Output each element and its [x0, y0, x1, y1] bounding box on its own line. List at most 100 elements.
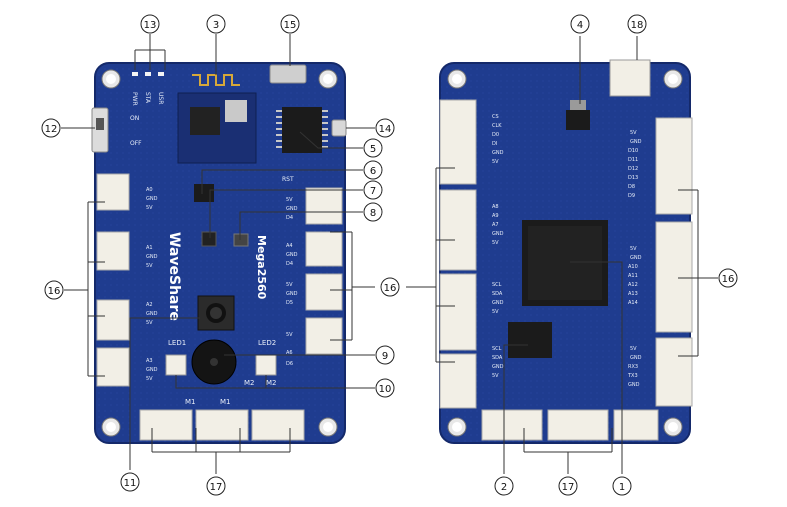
callout-number: 11: [124, 478, 137, 489]
leader-lines: [61, 34, 718, 474]
motor-label: M1: [220, 398, 231, 406]
callout-number: 17: [210, 482, 223, 493]
pin-label: 5V: [146, 320, 153, 326]
callout-12: 12: [41, 118, 61, 138]
power-connector: [609, 59, 651, 97]
callout-3: 3: [206, 14, 226, 34]
pin-label: GND: [492, 231, 504, 237]
callout-number: 16: [48, 286, 61, 297]
back-left-pin-labels: CS CLK D0 DI GND 5V A8 A9 A7 GND 5V SCL …: [492, 114, 504, 379]
pin-label: GND: [630, 139, 642, 145]
callout-11: 11: [120, 472, 140, 492]
front-left-connectors: [96, 173, 130, 387]
board-model-text: Mega2560: [255, 235, 268, 300]
callout-number: 8: [370, 208, 376, 219]
callout-9: 9: [375, 345, 395, 365]
pin-label: D6: [286, 361, 293, 367]
pin-label: SCL: [492, 282, 502, 288]
pin-label: GND: [286, 291, 298, 297]
callout-number: 1: [619, 482, 625, 493]
pin-label: A14: [628, 300, 638, 306]
pin-label: GND: [146, 196, 158, 202]
callout-17-back: 17: [558, 476, 578, 496]
callout-number: 4: [577, 20, 583, 31]
front-left-pin-labels: A0 GND 5V A1 GND 5V A2 GND 5V A3 GND 5V: [146, 187, 158, 382]
callout-number: 2: [501, 482, 507, 493]
pin-label: D8: [628, 184, 635, 190]
pin-label: GND: [630, 255, 642, 261]
pin-label: SDA: [492, 355, 503, 361]
front-right-connectors: [305, 187, 343, 355]
callout-16-back-right: 16: [718, 268, 738, 288]
callout-number: 10: [379, 384, 392, 395]
callout-7: 7: [363, 180, 383, 200]
callout-number: 17: [562, 482, 575, 493]
callout-8: 8: [363, 202, 383, 222]
back-board: CS CLK D0 DI GND 5V A8 A9 A7 GND 5V SCL …: [439, 59, 693, 444]
pin-label: A11: [628, 273, 638, 279]
callout-16-front-left: 16: [44, 280, 64, 300]
side-button: [331, 119, 347, 137]
pin-label: D5: [286, 300, 293, 306]
led1-label: LED1: [168, 339, 186, 347]
callout-number: 3: [213, 20, 219, 31]
pin-label: 5V: [492, 240, 499, 246]
pin-label: DI: [492, 141, 497, 147]
callout-number: 12: [45, 124, 58, 135]
pin-label: 5V: [146, 376, 153, 382]
pin-label: 5V: [492, 159, 499, 165]
voltage-regulator: [566, 110, 590, 130]
bluetooth-module: [177, 74, 257, 164]
callout-markers: 13 3 15 12 14 5 6 7 8 16 16 9 10 11 17 4…: [41, 14, 738, 496]
pin-label: CLK: [492, 123, 502, 129]
pin-label: 5V: [630, 130, 637, 136]
back-right-pin-labels: 5V GND D10 D11 D12 D13 D8 D9 5V GND A10 …: [627, 130, 642, 388]
pin-label: GND: [146, 367, 158, 373]
callout-number: 13: [144, 20, 157, 31]
front-bottom-connectors: [139, 409, 305, 441]
led-label-sta: STA: [144, 92, 151, 104]
callout-number: 14: [379, 124, 392, 135]
callout-2: 2: [494, 476, 514, 496]
motor-label: M2: [244, 379, 255, 387]
pin-label: 5V: [492, 309, 499, 315]
pin-label: A13: [628, 291, 638, 297]
sensor-8: [233, 233, 249, 247]
callout-10: 10: [375, 378, 395, 398]
led-label-usr: USR: [157, 92, 164, 104]
callout-18: 18: [627, 14, 647, 34]
pin-label: GND: [630, 355, 642, 361]
callout-number: 16: [384, 283, 397, 294]
pin-label: 5V: [286, 197, 293, 203]
push-button: [197, 295, 235, 331]
callout-6: 6: [363, 160, 383, 180]
pin-label: 5V: [492, 373, 499, 379]
led2-label: LED2: [258, 339, 276, 347]
status-leds: PWR STA USR: [131, 72, 164, 106]
pin-label: RX3: [628, 364, 638, 370]
callout-1: 1: [612, 476, 632, 496]
pin-label: GND: [146, 311, 158, 317]
switch-label-on: ON: [130, 115, 139, 122]
pin-label: GND: [492, 364, 504, 370]
callout-number: 9: [382, 351, 388, 362]
pin-label: D13: [628, 175, 638, 181]
front-board: ON OFF PWR STA USR RST WaveShare Mega256…: [91, 62, 347, 444]
callout-15: 15: [280, 14, 300, 34]
pin-label: D4: [286, 261, 293, 267]
pin-label: 5V: [146, 205, 153, 211]
front-right-pin-labels: 5V GND D4 A4 GND D4 5V GND D5 5V A6 D6: [286, 197, 298, 367]
motor-label: M2: [266, 379, 277, 387]
pin-label: A4: [286, 243, 293, 249]
callout-number: 16: [722, 274, 735, 285]
pin-label: A6: [286, 350, 293, 356]
pin-label: GND: [286, 252, 298, 258]
pin-label: D9: [628, 193, 635, 199]
callout-5: 5: [363, 138, 383, 158]
pin-label: SCL: [492, 346, 502, 352]
pin-label: CS: [492, 114, 499, 120]
brand-logo-text: WaveShare: [166, 232, 182, 321]
callout-number: 18: [631, 20, 644, 31]
sensor-7: [201, 231, 217, 247]
